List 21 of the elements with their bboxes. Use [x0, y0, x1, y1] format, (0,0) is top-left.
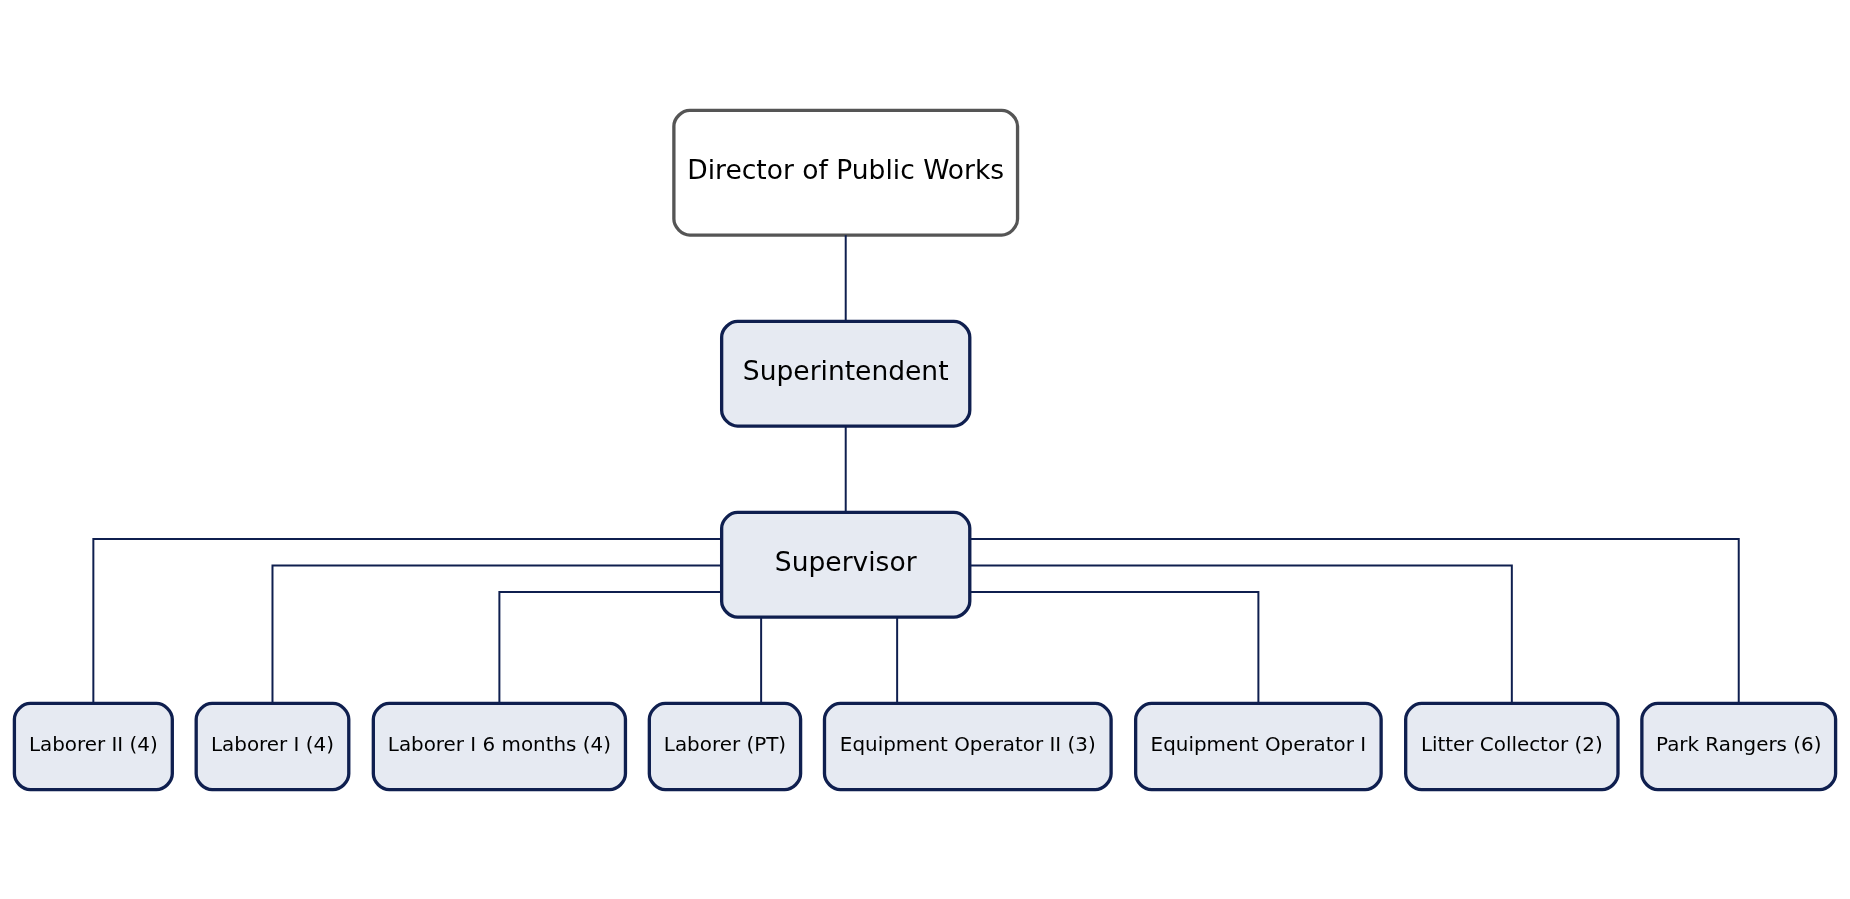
node-box: Equipment Operator II (3)	[822, 701, 1113, 791]
node-box: Laborer (PT)	[647, 701, 803, 791]
connector	[498, 590, 723, 704]
node-box: Laborer I 6 months (4)	[371, 701, 628, 791]
connector	[271, 563, 723, 704]
connector	[896, 615, 899, 704]
node-box: Director of Public Works	[672, 108, 1020, 237]
connector	[968, 537, 1740, 704]
node-box: Superintendent	[720, 319, 972, 428]
node-box: Supervisor	[720, 510, 972, 619]
connector	[844, 424, 847, 513]
connector	[760, 615, 763, 704]
connector	[969, 590, 1260, 704]
connector	[844, 233, 847, 322]
node-box: Litter Collector (2)	[1404, 701, 1620, 791]
connector	[92, 537, 723, 704]
node-box: Laborer II (4)	[12, 701, 174, 791]
node-box: Equipment Operator I	[1134, 701, 1383, 791]
node-box: Laborer I (4)	[194, 701, 351, 791]
node-box: Park Rangers (6)	[1640, 701, 1838, 791]
connector	[968, 563, 1513, 704]
